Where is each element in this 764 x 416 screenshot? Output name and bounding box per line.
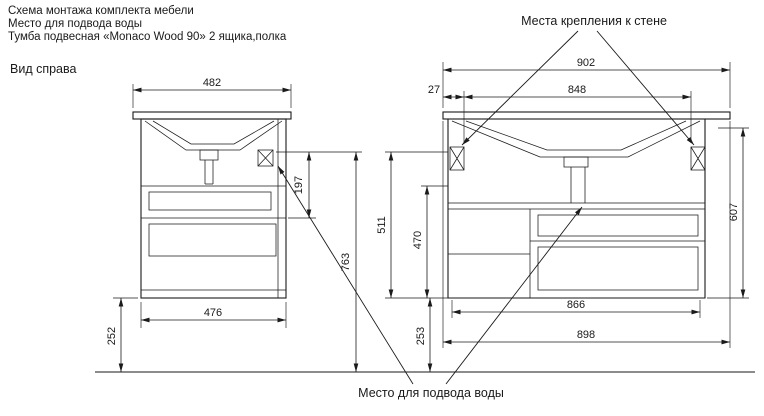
- dim-side-top-width: 482: [132, 77, 292, 108]
- dim-side-floor-gap: 252: [106, 297, 138, 372]
- front-countertop: [442, 111, 731, 120]
- front-basin-bowl: [451, 120, 701, 158]
- side-view-drawing: [132, 111, 292, 299]
- side-upper-drawer: [148, 191, 272, 211]
- water-supply-leader-right: [445, 206, 583, 385]
- dim-front-inner-width: 866: [451, 299, 701, 318]
- wall-mount-label: Места крепления к стене: [521, 14, 667, 28]
- water-supply-leader-left: [277, 165, 414, 385]
- dim-label-197: 197: [293, 176, 305, 194]
- dim-overall-height: 763: [340, 152, 359, 372]
- front-frame-lines: [448, 202, 705, 210]
- side-view-label: Вид справа: [10, 62, 77, 76]
- side-drain-siphon: [199, 149, 219, 185]
- dim-front-top-width: 902: [442, 57, 731, 108]
- title-line-3: Тумба подвесная «Monaco Wood 90» 2 ящика…: [8, 31, 287, 43]
- title-block: Схема монтажа комплекта мебели Место для…: [8, 5, 287, 43]
- dim-label-470: 470: [412, 231, 424, 249]
- dim-label-607: 607: [728, 203, 740, 221]
- dim-side-basin-height: 197: [276, 151, 362, 219]
- dim-side-bottom-depth: 476: [140, 302, 287, 328]
- dim-label-898: 898: [577, 329, 595, 341]
- side-wall-bracket: [257, 149, 274, 167]
- side-countertop: [132, 111, 292, 120]
- side-lower-drawer: [148, 223, 277, 257]
- dim-front-drawer-height: 470: [412, 185, 448, 298]
- dim-front-left-height: 511: [376, 151, 448, 299]
- wall-mount-leader-left: [461, 30, 579, 146]
- dim-label-511: 511: [376, 216, 388, 234]
- front-drain-siphon: [563, 156, 589, 203]
- water-supply-label: Место для подвода воды: [358, 386, 504, 400]
- dim-label-482: 482: [203, 77, 221, 89]
- side-carcass: [140, 118, 287, 299]
- side-basin-bowl: [144, 120, 283, 151]
- dim-label-866: 866: [567, 299, 585, 311]
- dim-label-27: 27: [428, 84, 440, 96]
- front-view-drawing: [442, 111, 731, 299]
- dim-label-763: 763: [340, 253, 352, 271]
- dim-front-bottom-width: 898: [442, 121, 731, 348]
- dim-front-right-height: 607: [707, 127, 749, 299]
- water-supply-callout: Место для подвода воды: [277, 165, 583, 400]
- title-line-2: Место для подвода воды: [8, 18, 142, 30]
- dim-front-floor-gap: 253: [415, 298, 433, 372]
- front-wall-bracket-right: [690, 146, 706, 171]
- wall-mount-leader-right: [596, 30, 695, 146]
- front-upper-drawer-box: [537, 214, 699, 237]
- wall-mount-callout: Места крепления к стене: [461, 14, 695, 146]
- dim-label-902: 902: [577, 57, 595, 69]
- dim-front-edge-offset: 27: [428, 84, 464, 100]
- front-wall-bracket-left: [449, 146, 465, 171]
- title-line-1: Схема монтажа комплекта мебели: [8, 5, 194, 17]
- dim-label-252: 252: [106, 327, 118, 345]
- front-lower-drawer-box: [537, 246, 699, 291]
- dim-label-848: 848: [568, 84, 586, 96]
- dim-label-476: 476: [204, 307, 222, 319]
- dim-label-253: 253: [415, 327, 427, 345]
- front-carcass: [447, 119, 706, 299]
